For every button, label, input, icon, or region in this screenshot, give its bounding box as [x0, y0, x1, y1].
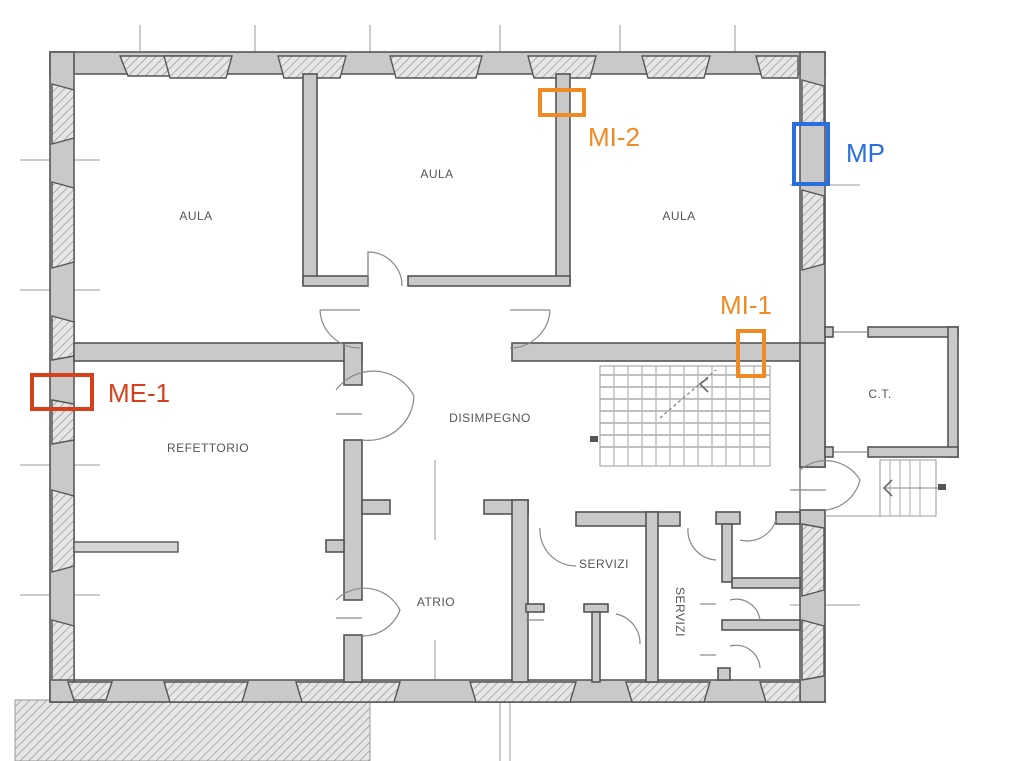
- room-label-atrio: ATRIO: [417, 595, 455, 609]
- room-label-servizi-b: SERVIZI: [673, 587, 687, 637]
- marker-mp-label: MP: [846, 138, 885, 168]
- room-label-servizi-a: SERVIZI: [579, 557, 629, 571]
- interior-walls: [73, 73, 826, 683]
- room-label-aula-right: AULA: [662, 209, 695, 223]
- marker-mi1-label: MI-1: [720, 290, 772, 320]
- room-label-aula-left: AULA: [179, 209, 212, 223]
- room-labels: AULA AULA AULA DISIMPEGNO REFETTORIO ATR…: [167, 167, 891, 637]
- windows: [51, 55, 825, 703]
- room-label-disimpegno: DISIMPEGNO: [449, 411, 531, 425]
- marker-mi2-label: MI-2: [588, 122, 640, 152]
- markers: MI-2 MP MI-1 ME-1: [30, 88, 885, 411]
- marker-mi1-box: [736, 329, 766, 378]
- room-label-refettorio: REFETTORIO: [167, 441, 249, 455]
- room-label-ct: C.T.: [868, 387, 891, 401]
- doors: [319, 251, 861, 669]
- ct-annex: [824, 326, 959, 517]
- marker-me1-label: ME-1: [108, 378, 170, 408]
- staircase: [590, 365, 771, 467]
- ground-hatch: [14, 699, 371, 761]
- room-label-aula-center: AULA: [420, 167, 453, 181]
- marker-mp-box: [792, 122, 830, 186]
- marker-mi2-box: [538, 88, 586, 117]
- marker-me1-box: [30, 373, 94, 411]
